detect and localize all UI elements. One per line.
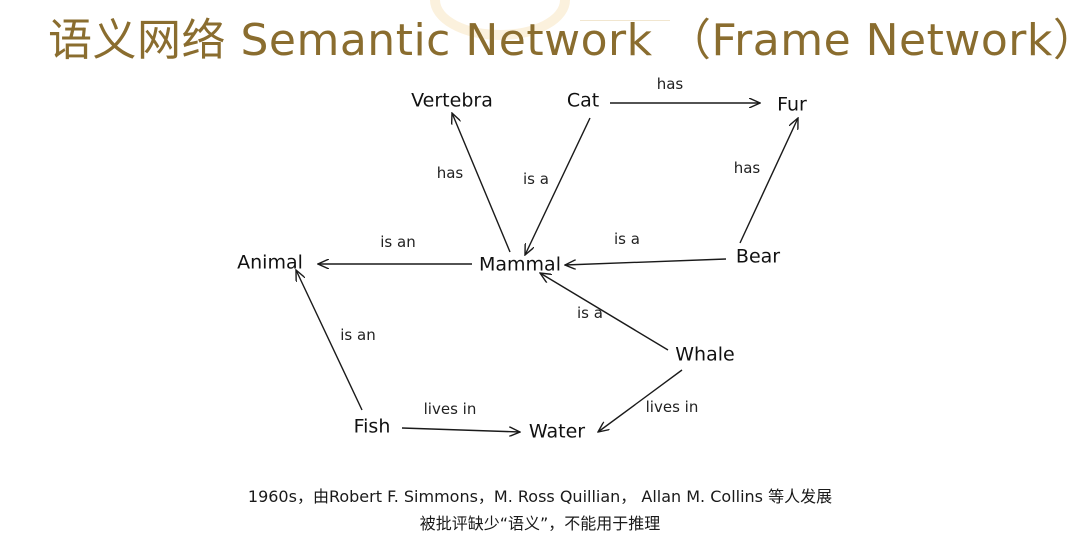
node-animal: Animal (237, 252, 303, 274)
node-mammal: Mammal (479, 254, 561, 276)
caption-history: 1960s，由Robert F. Simmons，M. Ross Quillia… (247, 487, 833, 506)
edge-bear-to-fur (739, 118, 798, 244)
node-whale: Whale (675, 344, 734, 366)
edge-label-mammal-to-vertebra: has (437, 164, 464, 182)
node-fish: Fish (354, 416, 391, 438)
edge-bear-to-mammal (565, 258, 727, 265)
edge-label-cat-to-mammal: is a (523, 170, 549, 188)
node-fur: Fur (777, 94, 807, 116)
edge-cat-to-mammal (525, 117, 591, 255)
node-vertebra: Vertebra (411, 90, 493, 112)
decorative-line (580, 0, 670, 21)
edge-label-cat-to-fur: has (657, 75, 684, 93)
node-cat: Cat (567, 90, 599, 112)
node-bear: Bear (736, 246, 780, 268)
edge-label-bear-to-fur: has (734, 159, 761, 177)
edge-label-whale-to-mammal: is a (577, 304, 603, 322)
edge-fish-to-water (401, 428, 520, 432)
node-water: Water (529, 421, 585, 443)
edge-label-whale-to-water: lives in (646, 398, 699, 416)
slide-title: 语义网络 Semantic Network （Frame Network） (48, 15, 1080, 66)
edge-mammal-to-vertebra (452, 113, 511, 253)
edge-label-fish-to-animal: is an (340, 326, 375, 344)
edge-label-mammal-to-animal: is an (380, 233, 415, 251)
edge-fish-to-animal (296, 270, 363, 411)
edges-layer: has has is a has is an is a is a is an lives in l… (296, 75, 798, 432)
edge-whale-to-mammal (540, 273, 669, 351)
edge-label-bear-to-mammal: is a (614, 230, 640, 248)
edge-whale-to-water (598, 369, 683, 432)
caption-criticism: 被批评缺少“语义”，不能用于推理 (419, 514, 661, 533)
edge-label-fish-to-water: lives in (424, 400, 477, 418)
